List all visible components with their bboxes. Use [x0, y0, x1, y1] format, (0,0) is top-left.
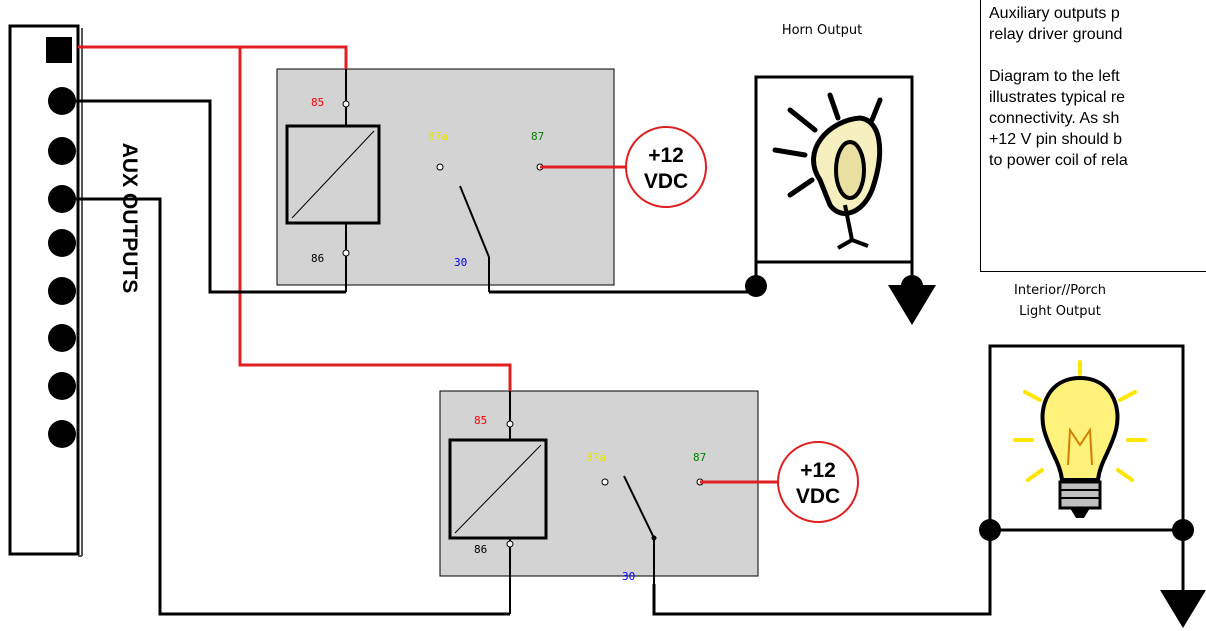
relay-1-pin-86: 86: [311, 252, 324, 265]
supply-2-line2: VDC: [796, 485, 840, 508]
note-line: +12 V pin should b: [989, 131, 1122, 148]
relay-2: 85 86 87a 87 30: [439, 384, 759, 614]
note-line: to power coil of rela: [989, 152, 1128, 169]
supply-2-line1: +12: [800, 459, 836, 482]
aux-outputs-connector: AUX OUTPUTS: [8, 24, 141, 557]
ground-symbol-1: [888, 285, 936, 325]
aux-pin-8: [48, 372, 76, 400]
relay-1: 85 86 87a 87 30: [276, 62, 615, 292]
relay-2-pin-85: 85: [474, 414, 487, 427]
aux-pin-9: [48, 420, 76, 448]
light-box: [988, 344, 1185, 532]
relay-1-switch: [459, 185, 490, 258]
supply-12vdc-2: +12 VDC: [777, 441, 859, 523]
note-line: relay driver ground: [989, 26, 1123, 43]
relay-2-pin-87a: 87a: [586, 451, 606, 464]
ground-symbol-2: [1160, 590, 1206, 628]
relay-1-pin-85: 85: [311, 96, 324, 109]
relay-2-pin-87: 87: [693, 451, 706, 464]
relay-1-pin-87a: 87a: [428, 130, 448, 143]
red-wires: [78, 45, 778, 484]
relay-2-pin-30: 30: [622, 570, 635, 583]
relay-2-pin-86: 86: [474, 543, 487, 556]
horn-output-caption: Horn Output: [782, 23, 862, 38]
light-terminal-left: [979, 519, 1001, 541]
relay-2-coil: [448, 438, 548, 540]
relay-1-pin-87: 87: [531, 130, 544, 143]
note-line: Diagram to the left: [989, 68, 1120, 85]
note-spacer: [989, 45, 1206, 66]
light-caption-line1: Interior//Porch: [1014, 283, 1106, 298]
aux-pin-6: [48, 277, 76, 305]
note-line: Auxiliary outputs p: [989, 5, 1120, 22]
light-caption-line2: Light Output: [1019, 304, 1101, 319]
supply-1-line2: VDC: [644, 170, 688, 193]
relay-2-switch: [623, 475, 655, 539]
aux-pin-3: [48, 137, 76, 165]
note-line: connectivity. As sh: [989, 110, 1120, 127]
aux-pin-2: [48, 87, 76, 115]
aux-pin-1: [46, 37, 72, 63]
light-terminal-right: [1172, 519, 1194, 541]
note-line: illustrates typical re: [989, 89, 1126, 106]
light-bulb-icon: [1013, 360, 1147, 518]
supply-12vdc-1: +12 VDC: [625, 126, 707, 208]
aux-pin-5: [48, 229, 76, 257]
aux-outputs-label: AUX OUTPUTS: [118, 143, 141, 294]
horn-icon: [772, 92, 883, 250]
aux-pin-7: [48, 324, 76, 352]
note-box: Auxiliary outputs p relay driver ground …: [980, 0, 1206, 272]
aux-pin-4: [48, 185, 76, 213]
relay-1-pin-30: 30: [454, 256, 467, 269]
relay-1-coil: [285, 124, 381, 225]
supply-1-line1: +12: [648, 144, 684, 167]
horn-box: [754, 75, 914, 264]
